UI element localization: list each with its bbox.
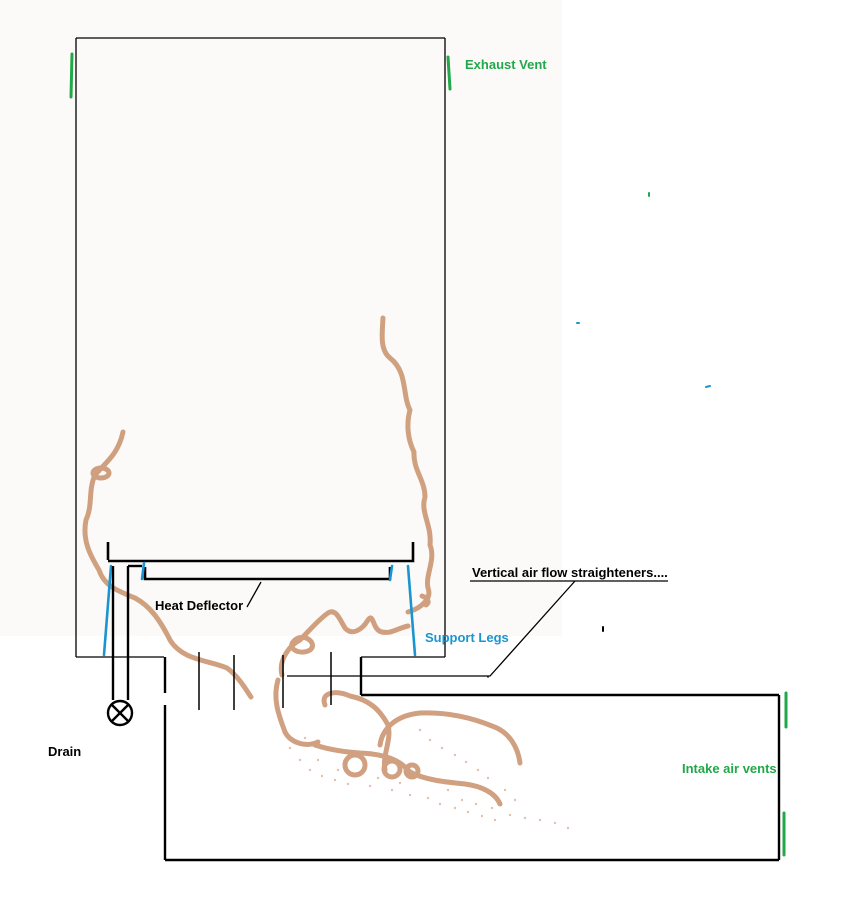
leader-lines [246,580,668,677]
exhaust-vent-label: Exhaust Vent [465,57,547,72]
drain-valve-icon [106,699,134,727]
straighteners-label: Vertical air flow straighteners.... [472,565,668,580]
stray-marks [487,192,711,678]
exhaust-vents [69,52,452,99]
drain-pipe [111,564,142,700]
air-flow-straighteners [198,652,332,710]
support-legs [102,561,417,657]
main-chamber [75,37,446,658]
heat-deflector-label: Heat Deflector [155,598,244,613]
smoke-speckles [288,728,570,830]
background-panel [0,0,562,636]
intake-air-vents-label: Intake air vents [682,761,777,776]
intake-chamber [163,657,781,862]
drain-label: Drain [48,744,82,759]
intake-vents [782,691,788,857]
support-legs-label: Support Legs [425,630,509,645]
